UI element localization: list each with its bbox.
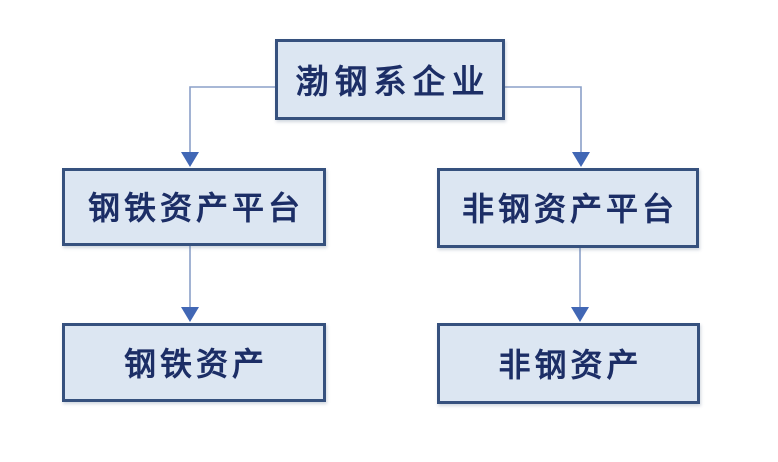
node-steel-assets-label: 钢铁资产 bbox=[123, 344, 268, 383]
node-non-steel-asset-platform: 非钢资产平台 bbox=[437, 168, 699, 248]
node-steel-asset-platform: 钢铁资产平台 bbox=[62, 168, 326, 246]
node-bohai-steel-group-label: 渤钢系企业 bbox=[295, 61, 491, 101]
node-non-steel-asset-platform-label: 非钢资产平台 bbox=[461, 190, 678, 228]
node-bohai-steel-group: 渤钢系企业 bbox=[275, 39, 505, 120]
connector-root-to-non-steel-platform bbox=[505, 86, 590, 167]
connector-non-steel-platform-to-non-steel-assets bbox=[571, 248, 589, 322]
node-steel-assets: 钢铁资产 bbox=[62, 323, 326, 402]
node-steel-asset-platform-label: 钢铁资产平台 bbox=[87, 189, 304, 227]
node-non-steel-assets: 非钢资产 bbox=[437, 323, 700, 404]
connector-steel-platform-to-steel-assets bbox=[181, 246, 199, 322]
node-non-steel-assets-label: 非钢资产 bbox=[498, 345, 643, 384]
connector-root-to-steel-platform bbox=[181, 86, 275, 167]
